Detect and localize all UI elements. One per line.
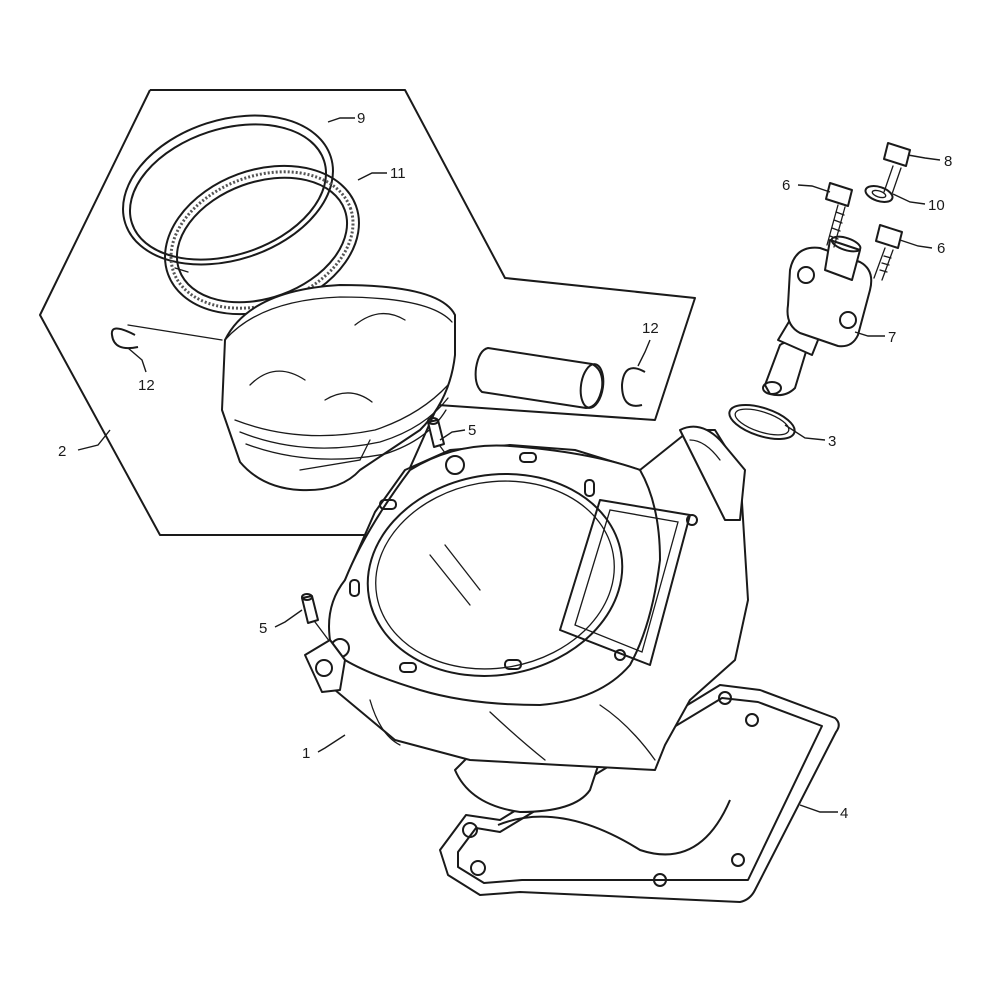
callout-label-11: 11 bbox=[390, 165, 406, 182]
piston-ring-top[interactable] bbox=[104, 90, 353, 290]
callout-label-9: 10 bbox=[928, 197, 945, 214]
callout-label-1: 1 bbox=[302, 745, 310, 762]
callout-label-12-left: 12 bbox=[138, 377, 155, 394]
piston-kit-outline bbox=[39, 89, 696, 536]
piston[interactable] bbox=[221, 284, 456, 492]
piston-pin[interactable] bbox=[474, 347, 606, 409]
callout-label-2: 2 bbox=[58, 443, 66, 460]
tensioner-o-ring[interactable] bbox=[725, 398, 798, 446]
cylinder-base-gasket[interactable] bbox=[439, 684, 840, 903]
callout-label-4: 4 bbox=[840, 805, 848, 822]
callout-label-8: 8 bbox=[944, 153, 952, 170]
callout-label-6-left: 6 bbox=[782, 177, 790, 194]
circlip-left[interactable] bbox=[110, 324, 223, 350]
bolt-tensioner-plug[interactable] bbox=[883, 142, 911, 195]
leader-lines bbox=[77, 117, 941, 813]
callout-label-7: 7 bbox=[888, 329, 896, 346]
callout-label-10: 9 bbox=[357, 110, 365, 127]
callout-label-6-right: 6 bbox=[937, 240, 945, 257]
callout-label-5-top: 5 bbox=[468, 422, 476, 439]
sealing-washer[interactable] bbox=[864, 183, 895, 205]
circlip-right[interactable] bbox=[621, 367, 646, 407]
cylinder[interactable] bbox=[304, 425, 749, 813]
bolt-tensioner-left[interactable] bbox=[825, 182, 853, 248]
bolt-tensioner-right[interactable] bbox=[873, 224, 903, 281]
dowel-pin-top[interactable] bbox=[427, 417, 445, 448]
callout-label-12-right: 12 bbox=[642, 320, 659, 337]
callout-label-3: 3 bbox=[828, 433, 836, 450]
callout-label-5-left: 5 bbox=[259, 620, 267, 637]
chain-tensioner[interactable] bbox=[762, 234, 873, 397]
